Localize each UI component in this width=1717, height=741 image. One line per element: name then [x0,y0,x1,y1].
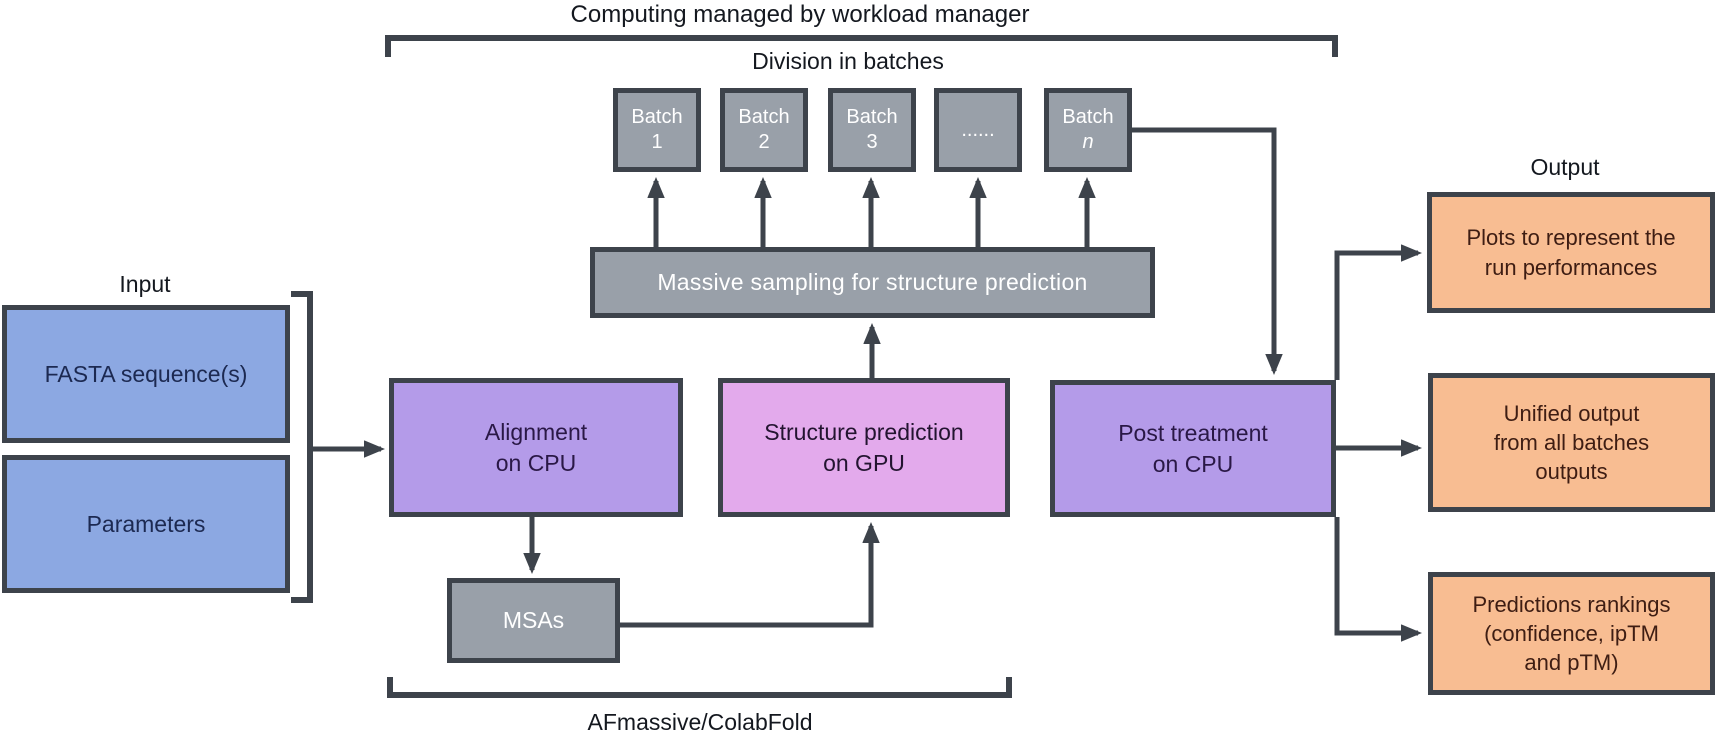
alignment-cpu-box: Alignment on CPU [389,378,683,517]
parameters-box: Parameters [2,455,290,593]
batch-ellipsis-box: ...... [934,88,1022,172]
fasta-sequences-label: FASTA sequence(s) [44,360,248,387]
batch-1-word: Batch [631,106,683,128]
batch-2-word: Batch [738,106,790,128]
batch-ellipsis: ...... [961,118,995,141]
structure-prediction-gpu-box: Structure prediction on GPU [718,378,1010,517]
workload-manager-bracket [385,35,1338,57]
output-label: Output [1530,154,1600,180]
batch-2-box: Batch 2 [720,88,808,172]
post-treatment-cpu-label: Post treatment on CPU [1118,420,1268,477]
arrow-post-to-plots [1334,244,1422,380]
arrow-msas-to-gpu [618,522,880,628]
batch-n-box: Batch n [1044,88,1132,172]
arrow-batch-n-to-post-treatment [1131,127,1283,375]
afmassive-bracket [387,677,1012,698]
fasta-sequences-box: FASTA sequence(s) [2,305,290,443]
division-in-batches-label: Division in batches [752,48,944,74]
batch-n-word: Batch [1062,106,1114,128]
input-bracket [291,291,313,603]
output-unified-box: Unified output from all batches outputs [1428,373,1715,512]
afmassive-colabfold-label: AFmassive/ColabFold [587,709,813,735]
alignment-cpu-label: Alignment on CPU [484,419,588,476]
output-predictions-box: Predictions rankings (confidence, ipTM a… [1428,572,1715,695]
batch-1-box: Batch 1 [613,88,701,172]
batch-n-number: n [1082,131,1094,153]
batch-3-box: Batch 3 [828,88,916,172]
msas-label: MSAs [502,607,565,634]
output-unified-label: Unified output from all batches outputs [1493,400,1650,485]
batch-3-number: 3 [866,131,878,153]
post-treatment-cpu-box: Post treatment on CPU [1050,380,1336,517]
output-plots-box: Plots to represent the run performances [1427,192,1715,313]
output-plots-label: Plots to represent the run performances [1466,225,1676,280]
massive-sampling-box: Massive sampling for structure predictio… [590,247,1155,318]
batch-1-number: 1 [651,131,663,153]
massive-sampling-label: Massive sampling for structure predictio… [657,269,1088,296]
parameters-label: Parameters [86,510,206,537]
structure-prediction-gpu-label: Structure prediction on GPU [764,419,964,476]
input-label: Input [119,271,171,297]
arrow-post-to-predictions [1334,517,1422,642]
batch-3-word: Batch [846,106,898,128]
output-predictions-label: Predictions rankings (confidence, ipTM a… [1472,591,1671,676]
batch-2-number: 2 [758,131,770,153]
diagram-title: Computing managed by workload manager [570,1,1030,28]
msas-box: MSAs [447,578,620,663]
